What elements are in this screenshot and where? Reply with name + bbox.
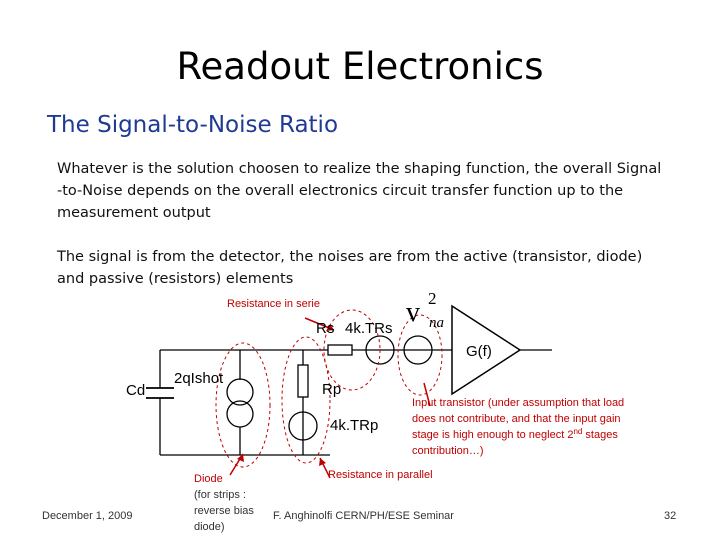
pointer-input [423, 382, 431, 407]
slide-subtitle: The Signal-to-Noise Ratio [47, 112, 339, 138]
annotation-diode-line: Diode [194, 473, 223, 485]
annotation-input-superscript: nd [573, 427, 582, 436]
annotation-input-text: stage is high enough to neglect 2 [412, 429, 573, 441]
highlight-shot [215, 342, 271, 468]
annotation-input-text: stages [582, 429, 618, 441]
highlight-rp [281, 336, 331, 464]
noise-voltage-subscript: na [429, 315, 444, 331]
footer-presenter: F. Anghinolfi CERN/PH/ESE Seminar [273, 510, 454, 522]
footer-date: December 1, 2009 [42, 510, 133, 522]
rp-label: Rp [322, 381, 341, 398]
pointer-arrowhead [237, 454, 244, 462]
cd-label: Cd [126, 382, 145, 399]
noise-voltage-symbol: v [406, 297, 420, 328]
paragraph-line: -to-Noise depends on the overall electro… [57, 183, 624, 199]
pointer-arrowhead [326, 324, 334, 331]
rp-noise-label: 4k.TRp [330, 417, 378, 434]
annotation-diode-line: (for strips : [194, 489, 246, 501]
noise-source-transistor [403, 335, 433, 365]
annotation-resistance-serie: Resistance in serie [227, 298, 320, 310]
noise-voltage-exponent: 2 [428, 289, 437, 308]
paragraph-line: Whatever is the solution choosen to real… [57, 161, 662, 177]
highlight-rs [323, 309, 381, 391]
rs-label: Rs [316, 320, 334, 337]
amplifier-triangle [451, 304, 522, 396]
pointer-arrowhead [319, 458, 326, 466]
noise-source-shot [226, 378, 254, 406]
annotation-diode-line: reverse bias [194, 505, 254, 517]
annotation-diode-line: diode) [194, 521, 225, 533]
gain-label: G(f) [466, 343, 492, 360]
rs-noise-label: 4k.TRs [345, 320, 393, 337]
paragraph-line: The signal is from the detector, the noi… [57, 249, 643, 265]
resistor-rs [327, 344, 353, 356]
paragraph-shaping: Whatever is the solution choosen to real… [57, 158, 677, 224]
annotation-input-line: stage is high enough to neglect 2nd stag… [412, 427, 618, 441]
annotation-input-line: does not contribute, and that the input … [412, 413, 621, 425]
paragraph-line: and passive (resistors) elements [57, 271, 294, 287]
annotation-input-line: contribution…) [412, 445, 484, 457]
shot-noise-label: 2qIshot [174, 370, 224, 387]
resistor-rp [297, 364, 309, 398]
annotation-resistance-parallel: Resistance in parallel [328, 469, 433, 481]
highlight-transistor [397, 314, 443, 396]
slide-title: Readout Electronics [176, 45, 544, 88]
annotation-input-line: Input transistor (under assumption that … [412, 397, 624, 409]
noise-source-rp [288, 411, 318, 441]
noise-source-rs [365, 335, 395, 365]
footer-page-number: 32 [664, 510, 676, 522]
paragraph-noise-sources: The signal is from the detector, the noi… [57, 246, 677, 290]
paragraph-line: measurement output [57, 205, 211, 221]
